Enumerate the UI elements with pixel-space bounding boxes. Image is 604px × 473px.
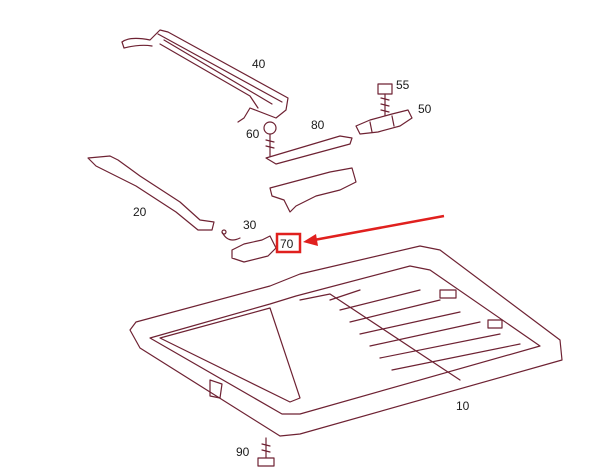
- part-bracket: [269, 167, 357, 213]
- part-20-seal: [87, 155, 215, 231]
- label-80: 80: [311, 118, 325, 132]
- label-90: 90: [236, 445, 250, 459]
- part-70-guide: [231, 235, 277, 263]
- label-70: 70: [280, 237, 294, 251]
- part-80-strip: [265, 135, 353, 165]
- part-30-clip: [221, 229, 241, 241]
- part-90-bolt: [257, 437, 275, 467]
- label-50: 50: [418, 102, 432, 116]
- label-40: 40: [252, 57, 266, 71]
- highlight-box: [275, 232, 302, 254]
- label-60: 60: [246, 127, 260, 141]
- label-20: 20: [133, 205, 147, 219]
- label-10: 10: [456, 399, 470, 413]
- part-50-bracket: [355, 109, 413, 135]
- part-55-bolt: [377, 83, 393, 117]
- label-30: 30: [243, 218, 257, 232]
- highlight-arrow: [303, 214, 445, 246]
- part-10-frame: [129, 245, 563, 437]
- label-55: 55: [396, 78, 410, 92]
- part-40-rail: [121, 29, 289, 123]
- part-60-screw: [263, 121, 277, 157]
